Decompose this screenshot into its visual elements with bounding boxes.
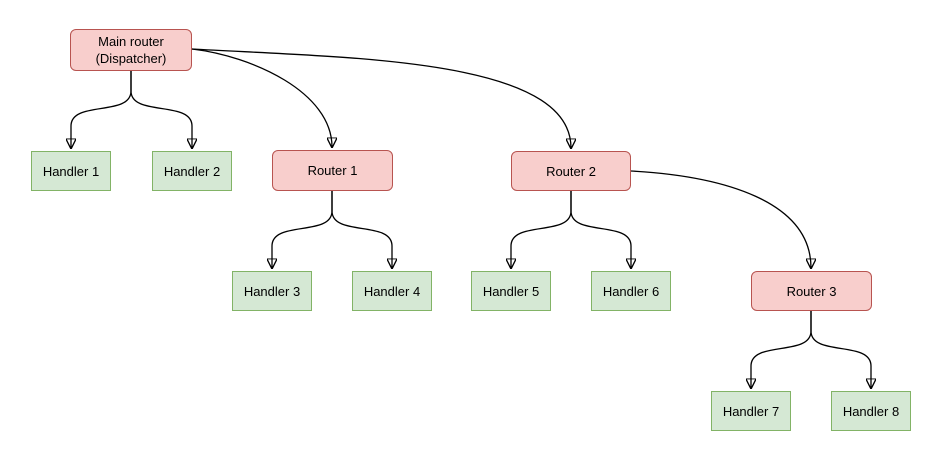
node-router-3-label: Router 3 (786, 283, 837, 299)
node-main-router-label: Main router (Dispatcher) (95, 34, 167, 66)
node-handler-4-label: Handler 4 (363, 283, 421, 299)
node-handler-6: Handler 6 (591, 271, 671, 311)
edge-router-2-to-handler-6 (570, 191, 631, 268)
edge-router-3-to-handler-7 (751, 311, 812, 388)
node-handler-5-label: Handler 5 (482, 283, 540, 299)
edge-router-2-to-handler-5 (511, 191, 572, 268)
edge-main-to-router-2 (191, 48, 571, 148)
edge-router-3-to-handler-8 (810, 311, 871, 388)
node-router-2-label: Router 2 (546, 163, 596, 179)
edge-main-to-router-1 (191, 48, 332, 147)
edge-main-to-handler-2 (130, 71, 192, 148)
node-handler-3: Handler 3 (232, 271, 312, 311)
node-router-1-label: Router 1 (307, 163, 358, 178)
edge-router-1-to-handler-3 (272, 191, 333, 268)
node-router-2: Router 2 (511, 151, 631, 191)
edge-main-to-handler-1 (71, 71, 132, 148)
node-handler-3-label: Handler 3 (243, 283, 301, 299)
node-handler-7: Handler 7 (711, 391, 791, 431)
edge-router-2-to-router-3 (630, 170, 811, 268)
node-handler-6-label: Handler 6 (602, 283, 660, 299)
node-router-1: Router 1 (272, 150, 393, 191)
node-handler-4: Handler 4 (352, 271, 432, 311)
edge-router-1-to-handler-4 (331, 191, 392, 268)
node-handler-1: Handler 1 (31, 151, 111, 191)
node-handler-2-label: Handler 2 (163, 163, 221, 179)
node-handler-8: Handler 8 (831, 391, 911, 431)
node-handler-2: Handler 2 (152, 151, 232, 191)
node-handler-1-label: Handler 1 (42, 163, 100, 179)
node-handler-7-label: Handler 7 (722, 403, 780, 419)
node-handler-5: Handler 5 (471, 271, 551, 311)
node-router-3: Router 3 (751, 271, 872, 311)
node-handler-8-label: Handler 8 (842, 403, 900, 419)
node-main-router: Main router (Dispatcher) (70, 29, 192, 71)
